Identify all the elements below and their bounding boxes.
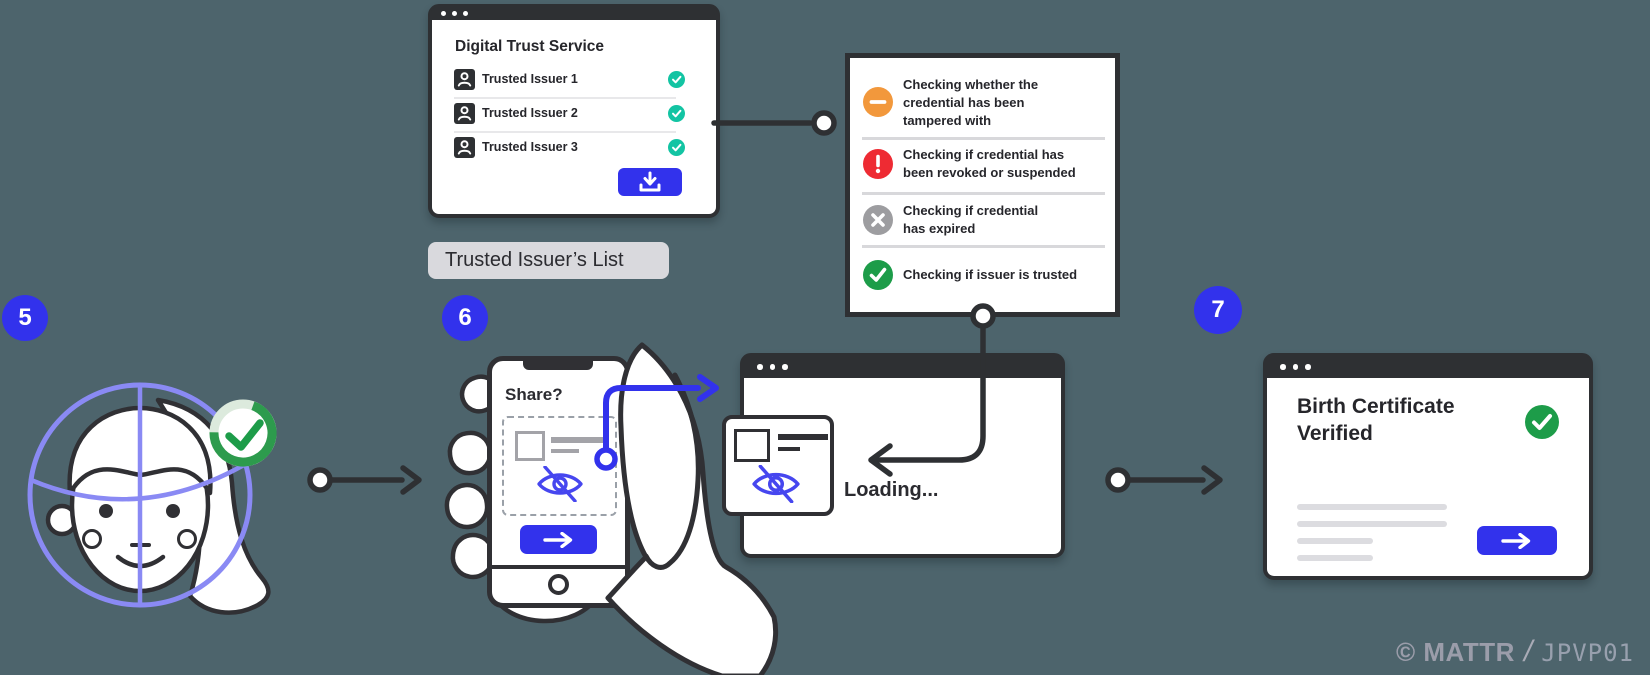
document-line xyxy=(1297,504,1447,510)
result-title: Birth Certificate Verified xyxy=(1297,395,1455,445)
verified-badge-icon xyxy=(668,71,685,88)
phone-divider xyxy=(492,565,625,569)
window-dot-icon xyxy=(769,364,775,370)
window-dot-icon xyxy=(782,364,788,370)
eye-off-icon xyxy=(752,465,800,503)
right-arrow-icon xyxy=(1201,465,1223,495)
birth-certificate-window: Birth Certificate Verified xyxy=(1263,353,1593,580)
share-prompt: Share? xyxy=(505,385,563,404)
credential-preview xyxy=(502,416,617,516)
window-dot-icon xyxy=(1280,364,1286,370)
photo-placeholder xyxy=(734,429,770,462)
connector-node xyxy=(307,467,333,493)
scan-overlay-icon xyxy=(27,382,253,608)
mattr-logo: © MATTR xyxy=(1396,637,1515,667)
step-7-badge: 7 xyxy=(1194,286,1242,334)
digital-trust-service-window: Digital Trust Service Trusted Issuer 1 T… xyxy=(428,4,720,218)
issuer-row: Trusted Issuer 1 xyxy=(454,69,694,91)
credential-card xyxy=(722,415,834,516)
loading-status: Loading... xyxy=(844,479,939,501)
right-arrow-icon xyxy=(542,531,572,548)
verification-checks-panel: Checking whether the credential has been… xyxy=(845,53,1120,317)
diagram-code: JPVP01 xyxy=(1541,639,1634,667)
left-cheek xyxy=(82,529,102,549)
download-icon xyxy=(639,171,661,192)
hair-lock xyxy=(155,397,271,615)
step-6-badge: 6 xyxy=(442,295,488,341)
separator: / xyxy=(1523,635,1533,668)
smile xyxy=(115,554,166,569)
exclamation-icon xyxy=(863,149,893,179)
issuer-label: Trusted Issuer 3 xyxy=(482,140,578,154)
right-arrow-icon xyxy=(400,465,422,495)
home-button[interactable] xyxy=(548,574,569,595)
window-dot-icon xyxy=(463,11,468,16)
cross-icon xyxy=(863,205,893,235)
right-arrow-icon xyxy=(1501,532,1531,549)
eye-off-icon xyxy=(537,466,583,502)
divider xyxy=(862,245,1105,248)
check-icon xyxy=(863,260,893,290)
window-dot-icon xyxy=(1305,364,1311,370)
right-eye xyxy=(166,504,180,518)
text-placeholder xyxy=(551,437,605,443)
check-item-text: Checking if credential has expired xyxy=(903,203,1039,236)
hair-fringe xyxy=(67,405,213,496)
share-confirm-button[interactable] xyxy=(520,525,597,554)
step-5-number: 5 xyxy=(18,304,32,331)
divider xyxy=(862,192,1105,195)
connector-node xyxy=(811,110,837,136)
left-eye xyxy=(99,504,113,518)
trust-window-title: Digital Trust Service xyxy=(455,38,605,55)
issuer-label: Trusted Issuer 2 xyxy=(482,106,578,120)
verified-badge-icon xyxy=(668,139,685,156)
right-arrow-icon xyxy=(697,374,719,402)
divider xyxy=(454,97,676,99)
window-dot-icon xyxy=(1292,364,1298,370)
check-item-text: Checking if credential has been revoked … xyxy=(903,147,1076,180)
photo-placeholder xyxy=(515,431,545,461)
window-dot-icon xyxy=(757,364,763,370)
document-line xyxy=(1297,521,1447,527)
check-item-text: Checking if issuer is trusted xyxy=(903,267,1078,282)
check-item-text: Checking whether the credential has been… xyxy=(903,77,1039,128)
chip-label: Trusted Issuer’s List xyxy=(445,249,624,271)
text-placeholder xyxy=(778,434,828,440)
issuer-label: Trusted Issuer 1 xyxy=(482,72,578,86)
ear xyxy=(45,503,79,537)
document-line xyxy=(1297,555,1373,561)
footer-branding: © MATTR / JPVP01 xyxy=(1396,635,1634,669)
divider xyxy=(862,137,1105,140)
step-5-badge: 5 xyxy=(2,295,48,341)
step-6-number: 6 xyxy=(458,304,472,331)
phone-notch xyxy=(523,361,593,370)
text-placeholder xyxy=(778,447,800,451)
right-cheek xyxy=(177,529,197,549)
verified-check-icon xyxy=(1524,404,1560,440)
window-titlebar xyxy=(431,7,717,20)
divider xyxy=(454,131,676,133)
text-placeholder xyxy=(551,449,579,453)
window-titlebar xyxy=(1266,356,1590,378)
verified-badge-icon xyxy=(668,105,685,122)
document-line xyxy=(1297,538,1373,544)
user-face-scan-illustration xyxy=(27,382,277,615)
download-button[interactable] xyxy=(618,168,682,196)
step-7-number: 7 xyxy=(1211,296,1225,323)
window-titlebar xyxy=(743,356,1062,378)
person-icon xyxy=(454,103,475,124)
issuer-row: Trusted Issuer 2 xyxy=(454,103,694,125)
trusted-issuers-list-chip: Trusted Issuer’s List xyxy=(428,242,669,279)
connector-node xyxy=(1105,467,1131,493)
window-dot-icon xyxy=(441,11,446,16)
issuer-row: Trusted Issuer 3 xyxy=(454,137,694,159)
face-verified-badge-icon xyxy=(209,399,277,467)
person-icon xyxy=(454,69,475,90)
face xyxy=(69,416,211,594)
next-button[interactable] xyxy=(1477,526,1557,555)
minus-icon xyxy=(863,87,893,117)
window-dot-icon xyxy=(452,11,457,16)
smartphone: Share? xyxy=(487,356,630,608)
person-icon xyxy=(454,137,475,158)
